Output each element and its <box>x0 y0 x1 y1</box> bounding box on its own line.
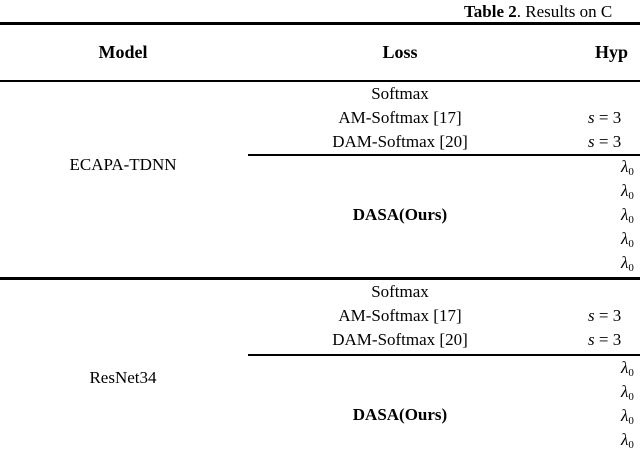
loss-cell-am-softmax: AM-Softmax [17] <box>338 306 462 325</box>
hyperparam-fragment-s: s = 3 <box>588 132 622 151</box>
loss-cell-am-softmax: AM-Softmax [17] <box>338 108 462 127</box>
hyperparam-fragment-lambda: λ0 <box>621 229 634 250</box>
loss-cell-softmax: Softmax <box>371 84 429 103</box>
hyperparam-fragment-lambda: λ0 <box>621 157 634 178</box>
model-cell-ecapa-tdnn: ECAPA-TDNN <box>69 155 177 174</box>
hyperparam-fragment-lambda: λ0 <box>621 406 634 427</box>
model-cell-resnet34: ResNet34 <box>89 368 157 387</box>
group2-cmidrule <box>248 354 640 356</box>
hyperparam-fragment-lambda: λ0 <box>621 358 634 379</box>
hyperparam-fragment-s: s = 3 <box>588 108 622 127</box>
loss-cell-dam-softmax: DAM-Softmax [20] <box>332 132 468 151</box>
group1-cmidrule <box>248 154 640 156</box>
loss-cell-dasa-ours: DASA(Ours) <box>352 205 448 224</box>
table-caption-number: Table 2 <box>464 2 517 21</box>
column-header-hyperparameters: Hyp <box>595 42 629 62</box>
loss-cell-dasa-ours: DASA(Ours) <box>352 405 448 424</box>
header-bottom-rule <box>0 80 640 82</box>
loss-cell-dam-softmax: DAM-Softmax [20] <box>332 330 468 349</box>
column-header-loss: Loss <box>382 42 418 62</box>
hyperparam-fragment-lambda: λ0 <box>621 430 634 450</box>
hyperparam-fragment-s: s = 3 <box>588 330 622 349</box>
hyperparam-fragment-lambda: λ0 <box>621 181 634 202</box>
hyperparam-fragment-lambda: λ0 <box>621 382 634 403</box>
hyperparam-fragment-s: s = 3 <box>588 306 622 325</box>
group-separator-rule <box>0 277 640 280</box>
loss-cell-softmax: Softmax <box>371 282 429 301</box>
table-caption-text: . Results on C <box>516 2 613 21</box>
hyperparam-fragment-lambda: λ0 <box>621 253 634 274</box>
table-top-rule <box>0 22 640 25</box>
table-caption: Table 2. Results on C <box>464 0 612 24</box>
hyperparam-fragment-lambda: λ0 <box>621 205 634 226</box>
column-header-model: Model <box>98 42 148 62</box>
